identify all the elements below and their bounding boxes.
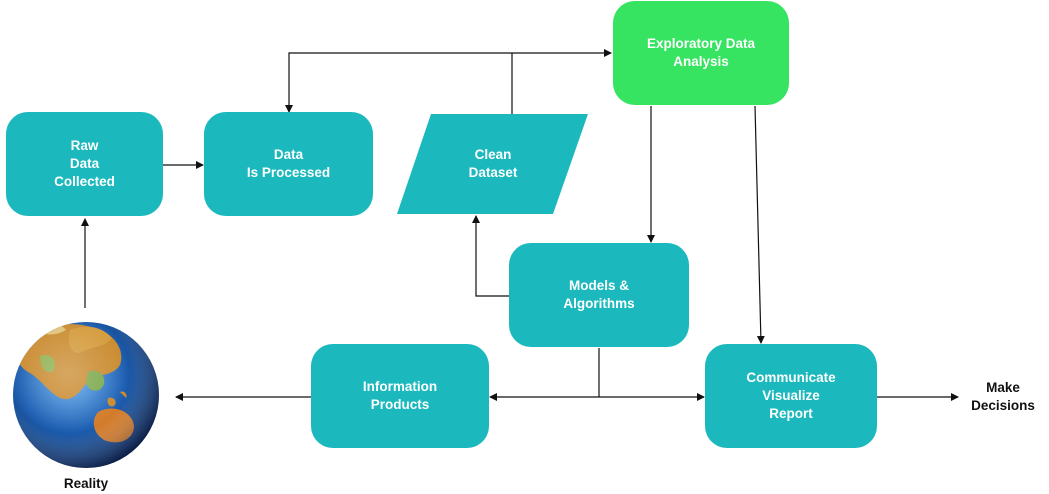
clean-dataset-shape bbox=[397, 114, 588, 214]
clean-dataset-label: Clean Dataset bbox=[468, 147, 518, 180]
processed-label: Data Is Processed bbox=[246, 147, 331, 180]
globe-icon bbox=[13, 322, 159, 468]
raw-data-node: Raw Data Collected bbox=[6, 112, 163, 216]
models-node: Models & Algorithms bbox=[509, 243, 689, 347]
reality-label: Reality bbox=[63, 476, 109, 491]
communicate-label: Communicate Visualize Report bbox=[746, 370, 836, 421]
info-products-label: Information Products bbox=[362, 379, 438, 412]
arrow-top-to-processed bbox=[285, 52, 512, 113]
eda-label: Exploratory Data Analysis bbox=[646, 36, 756, 69]
models-label: Models & Algorithms bbox=[563, 278, 635, 311]
arrow-models-to-clean bbox=[472, 215, 509, 297]
communicate-node: Communicate Visualize Report bbox=[705, 344, 877, 448]
processed-node: Data Is Processed bbox=[204, 112, 373, 216]
arrow-eda-to-communicate bbox=[754, 105, 765, 344]
raw-data-label: Raw Data Collected bbox=[54, 138, 115, 189]
eda-node: Exploratory Data Analysis bbox=[613, 1, 789, 105]
info-products-node: Information Products bbox=[311, 344, 489, 448]
decisions-label: Make Decisions bbox=[971, 380, 1035, 413]
